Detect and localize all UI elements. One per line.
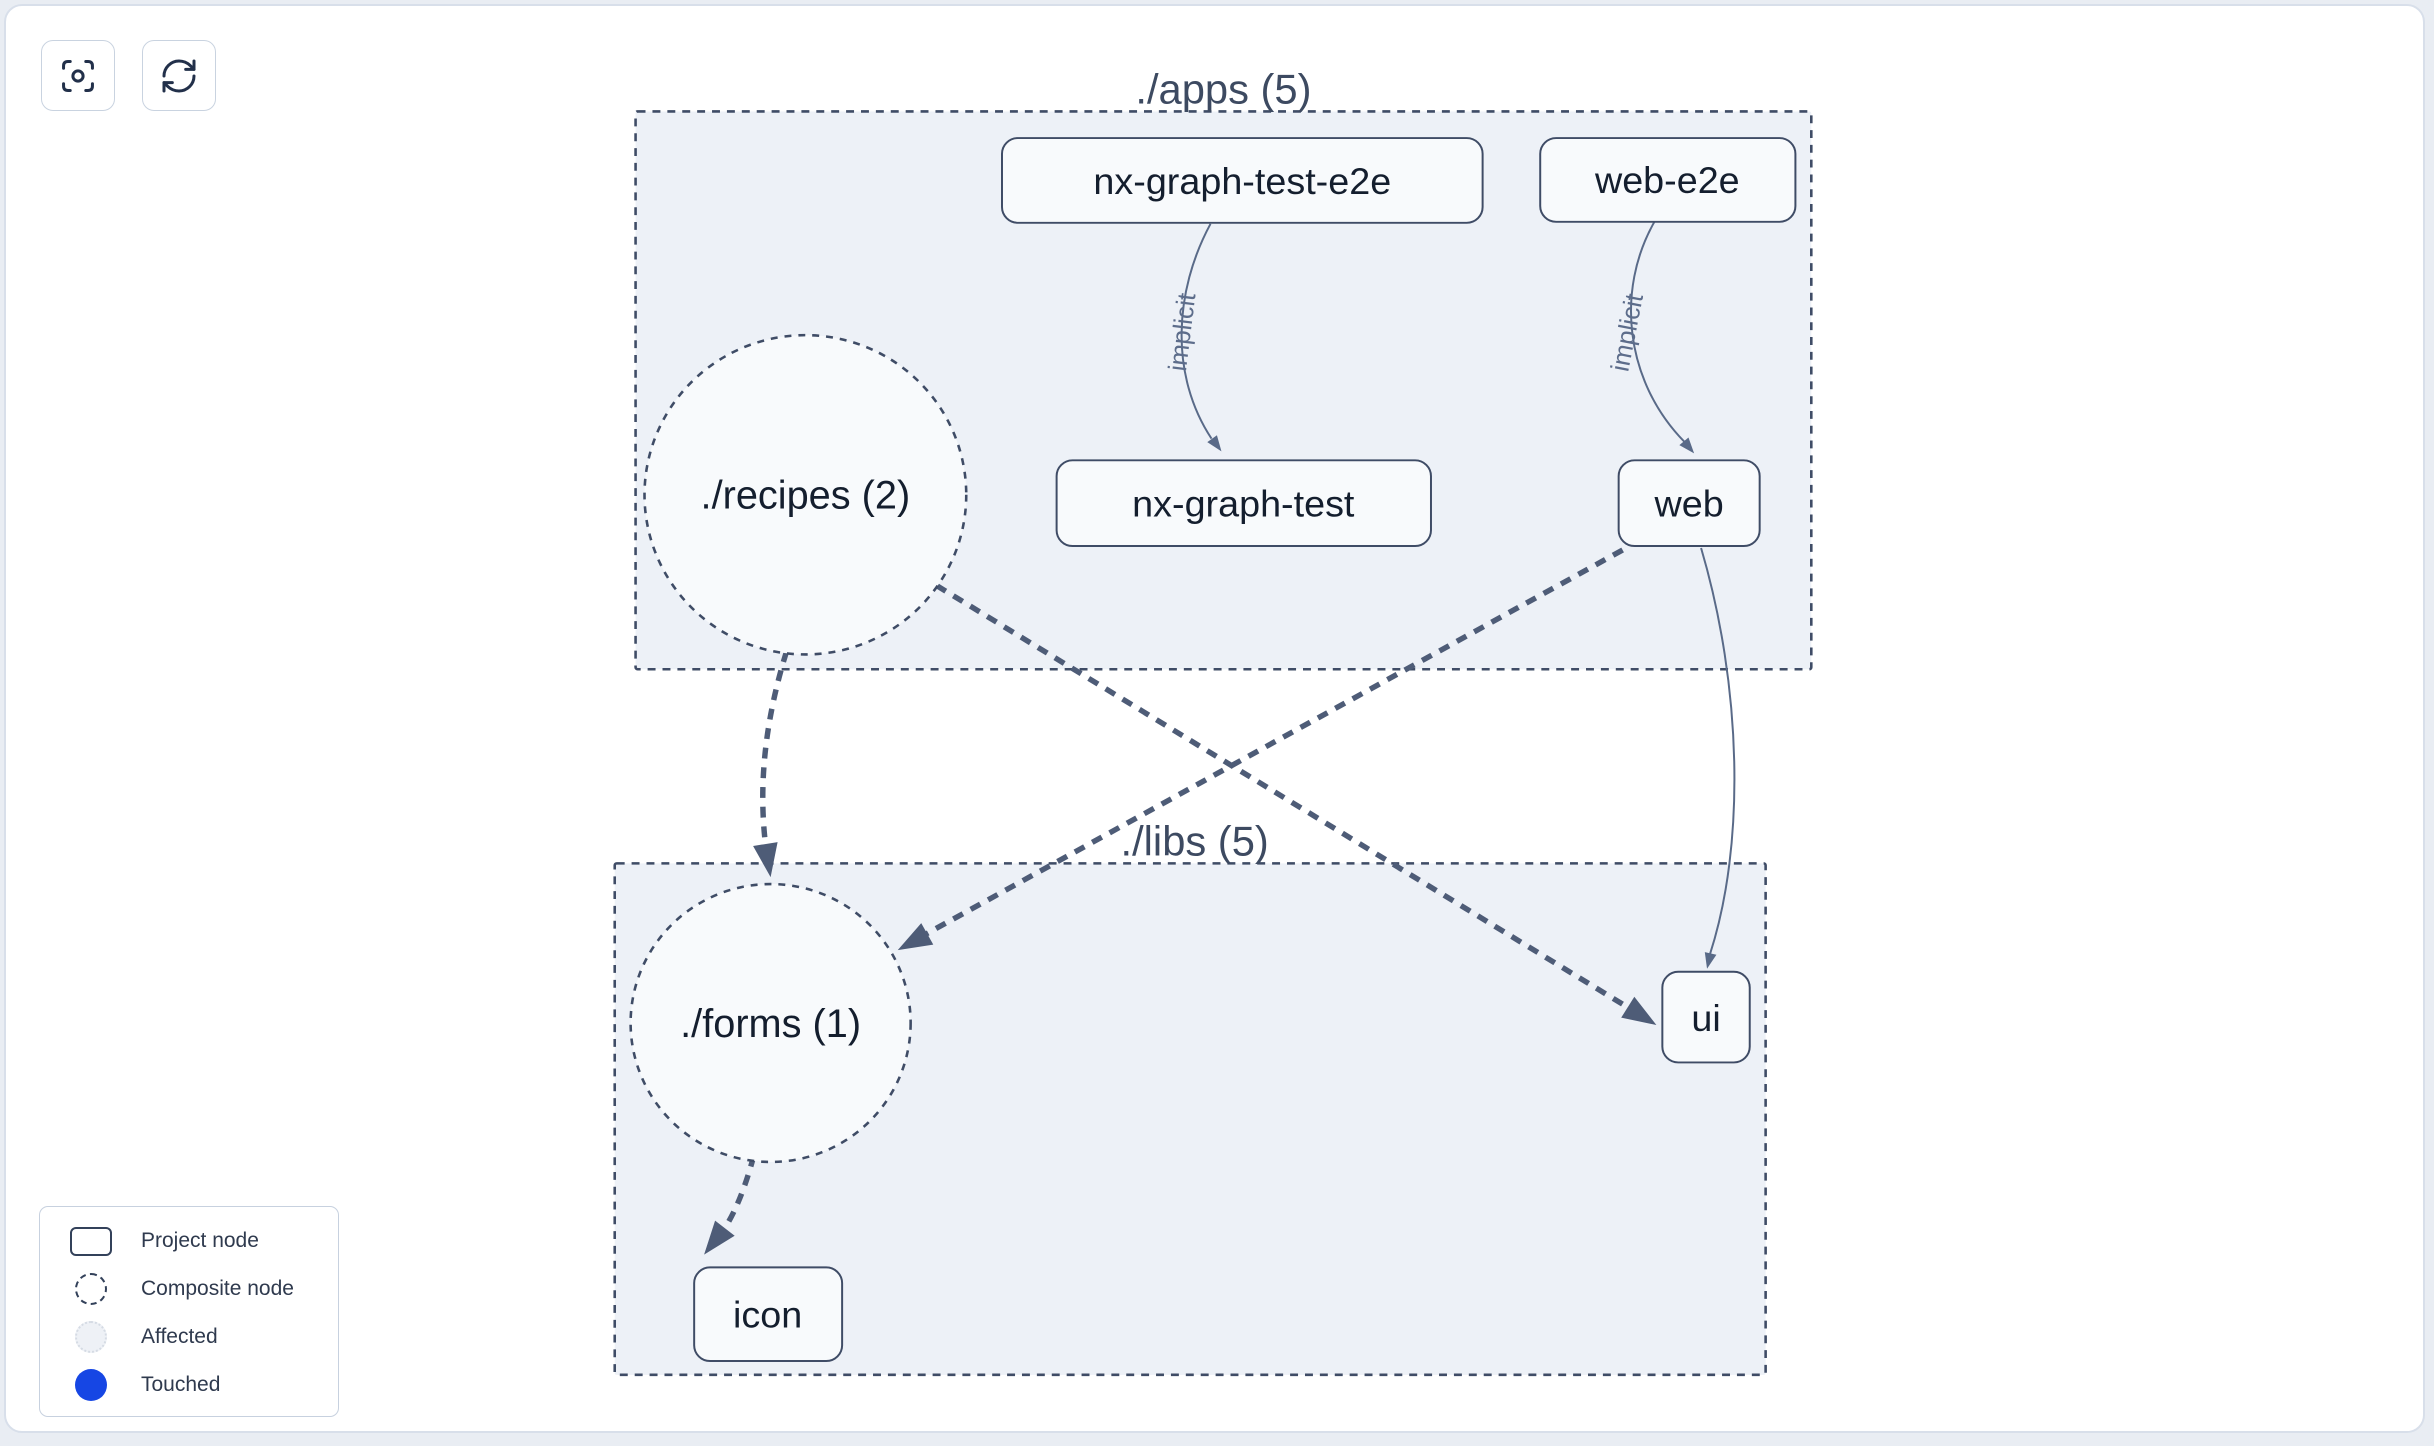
focus-icon bbox=[58, 56, 98, 96]
arrowhead-icon bbox=[1207, 435, 1222, 452]
node-web-label: web bbox=[1654, 483, 1724, 525]
node-nx-graph-test-e2e-label: nx-graph-test-e2e bbox=[1093, 160, 1391, 202]
legend-item-affected: Affected bbox=[40, 1313, 338, 1361]
touched-swatch-icon bbox=[68, 1369, 114, 1401]
node-ui-label: ui bbox=[1691, 997, 1720, 1039]
arrowhead-icon bbox=[897, 923, 934, 951]
node-recipes-label: ./recipes (2) bbox=[701, 474, 911, 518]
focus-button[interactable] bbox=[41, 40, 115, 111]
legend-label: Composite node bbox=[141, 1277, 294, 1300]
legend-item-project-node: Project node bbox=[40, 1217, 338, 1265]
node-icon[interactable] bbox=[693, 1266, 844, 1363]
graph-canvas-panel[interactable]: ./apps (5) ./libs (5) implicit implicit … bbox=[4, 4, 2425, 1433]
legend: Project node Composite node Affected Tou… bbox=[39, 1206, 339, 1417]
node-web-e2e-label: web-e2e bbox=[1594, 159, 1740, 201]
toolbar bbox=[41, 40, 216, 111]
affected-swatch-icon bbox=[68, 1321, 114, 1353]
edge-web-to-forms[interactable] bbox=[924, 547, 1624, 937]
legend-label: Project node bbox=[141, 1229, 259, 1252]
node-ui[interactable] bbox=[1661, 970, 1751, 1064]
arrowhead-icon bbox=[1679, 437, 1695, 454]
node-nx-graph-test-label: nx-graph-test bbox=[1132, 483, 1355, 525]
cluster-apps-label: ./apps (5) bbox=[1135, 66, 1311, 113]
edge-nx-graph-test-e2e-to-nx-graph-test[interactable] bbox=[1180, 223, 1213, 440]
legend-label: Affected bbox=[141, 1325, 218, 1348]
refresh-icon bbox=[159, 56, 199, 96]
node-nx-graph-test-e2e[interactable] bbox=[1001, 137, 1484, 224]
edge-forms-to-icon[interactable] bbox=[722, 1155, 757, 1230]
cluster-libs-label: ./libs (5) bbox=[1121, 818, 1269, 865]
legend-label: Touched bbox=[141, 1373, 221, 1396]
node-forms-label: ./forms (1) bbox=[680, 1002, 861, 1046]
edge-web-to-ui[interactable] bbox=[1700, 547, 1736, 955]
edge-recipes-to-forms[interactable] bbox=[760, 650, 790, 846]
arrowhead-icon bbox=[1621, 996, 1657, 1025]
refresh-button[interactable] bbox=[142, 40, 216, 111]
dependency-graph: ./apps (5) ./libs (5) implicit implicit … bbox=[613, 66, 1813, 1377]
edge-web-e2e-to-web[interactable] bbox=[1630, 221, 1685, 443]
arrowhead-icon bbox=[753, 842, 778, 878]
arrowhead-icon bbox=[704, 1220, 735, 1255]
node-web[interactable] bbox=[1617, 459, 1761, 548]
node-forms[interactable] bbox=[629, 882, 912, 1164]
legend-item-composite-node: Composite node bbox=[40, 1265, 338, 1313]
composite-node-swatch-icon bbox=[68, 1273, 114, 1305]
node-web-e2e[interactable] bbox=[1539, 137, 1797, 223]
edge-recipes-to-ui[interactable] bbox=[935, 583, 1630, 1010]
legend-item-touched: Touched bbox=[40, 1361, 338, 1409]
arrowhead-icon bbox=[1704, 952, 1717, 969]
node-icon-label: icon bbox=[733, 1294, 802, 1336]
project-node-swatch-icon bbox=[68, 1226, 114, 1256]
node-recipes[interactable] bbox=[643, 333, 968, 656]
node-nx-graph-test[interactable] bbox=[1055, 459, 1432, 548]
